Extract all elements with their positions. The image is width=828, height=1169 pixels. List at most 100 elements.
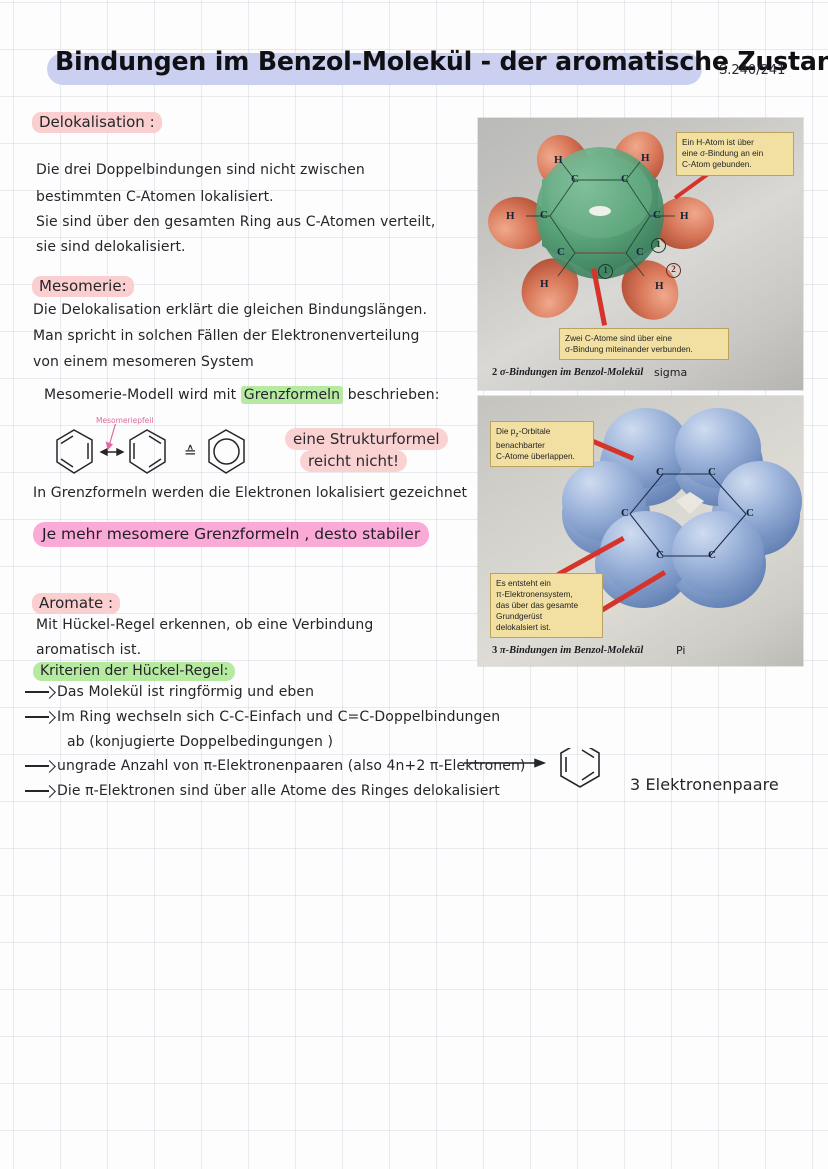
callout-pz-line-1: Die pz-Orbitale: [496, 426, 588, 440]
callout-pi-line-1: Es entsteht ein: [496, 578, 551, 588]
delocalized-hexagon: [208, 429, 245, 474]
section-heading-aromate: Aromate :: [32, 593, 121, 614]
photo-pi-caption-text: π-Bindungen im Benzol-Molekül: [499, 645, 644, 656]
callout-pi-line-3: das über das gesamte: [496, 599, 579, 610]
atom-label-c-1: C: [571, 173, 579, 185]
kriterien-heading-text: Kriterien der Hückel-Regel:: [33, 662, 236, 681]
callout-h-atom: Ein H-Atom ist über eine σ-Bindung an ei…: [676, 132, 794, 176]
callout-pi-system: Es entsteht ein π-Elektronensystem, das …: [490, 573, 603, 638]
result-arrow-and-structure: [464, 748, 600, 788]
photo-sigma-hand-annotation: sigma: [654, 366, 688, 379]
photo-sigma-content: H H H H H H C C C C C C 1 1 2 Ein H-Atom…: [478, 118, 803, 390]
photo-pi-caption: 3 π-Bindungen im Benzol-Molekül: [492, 645, 643, 656]
pi-atom-label-c-5: C: [656, 549, 664, 561]
atom-label-c-2: C: [621, 173, 629, 185]
kriterien-heading: Kriterien der Hückel-Regel:: [33, 662, 236, 681]
callout-pz-orbitale: Die pz-Orbitale benachbarter C-Atome übe…: [490, 421, 594, 467]
result-label: 3 Elektronenpaare: [630, 775, 779, 794]
kekule-hexagon-2: [129, 429, 166, 474]
callout-h-line-3: C-Atom gebunden.: [682, 158, 752, 169]
callout-pz-line-1-a: Die p: [496, 426, 516, 436]
title-highlight-band: [47, 53, 702, 85]
callout-c-line-2: σ-Bindung miteinander verbunden.: [565, 343, 693, 354]
callout-c-atom: Zwei C-Atome sind über eine σ-Bindung mi…: [559, 328, 729, 360]
pi-atom-label-c-1: C: [656, 466, 664, 478]
marker-circle-1a: 1: [651, 238, 666, 253]
callout-c-line-1: Zwei C-Atome sind über eine: [565, 333, 672, 343]
pi-atom-label-c-3: C: [621, 507, 629, 519]
page-title: Bindungen im Benzol-Molekül - der aromat…: [55, 47, 828, 77]
mesomerie-heading-text: Mesomerie:: [32, 276, 134, 297]
photo-sigma-caption: 2 σ-Bindungen im Benzol-Molekül: [492, 367, 643, 378]
atom-label-h-2: H: [641, 152, 650, 164]
section-heading-mesomerie: Mesomerie:: [32, 276, 134, 297]
callout-pi-line-5: delokalsiert ist.: [496, 621, 551, 632]
page-reference: S.240/241: [719, 63, 786, 78]
strukturformel-note-2: reicht nicht!: [300, 450, 407, 472]
atom-label-h-1: H: [554, 154, 563, 166]
mesomeriepfeil-pointer: [105, 424, 117, 451]
page-title-block: Bindungen im Benzol-Molekül - der aromat…: [47, 47, 828, 93]
criterion-2: Im Ring wechseln sich C-C-Einfach und C=…: [57, 709, 501, 725]
bullet-arrow-3: [25, 760, 55, 771]
delokalisation-line-4: sie sind delokalisiert.: [36, 239, 186, 255]
pi-atom-label-c-4: C: [746, 507, 754, 519]
callout-h-line-1: Ein H-Atom ist über: [682, 137, 754, 147]
pi-orbital-model: [562, 408, 802, 608]
callout-pz-line-1-b: -Orbitale: [518, 426, 551, 436]
pi-atom-label-c-2: C: [708, 466, 716, 478]
sigma-molecule-model: [488, 131, 714, 320]
photo-sigma-bindungen: H H H H H H C C C C C C 1 1 2 Ein H-Atom…: [478, 118, 803, 390]
callout-pi-line-2: π-Elektronensystem,: [496, 588, 573, 599]
mesomerie-model-line: Mesomerie-Modell wird mit Grenzformeln b…: [44, 386, 440, 404]
long-arrow: [464, 758, 547, 768]
atom-label-c-3: C: [540, 209, 548, 221]
atom-label-c-5: C: [557, 246, 565, 258]
kekule-hexagon-1: [56, 429, 93, 474]
callout-h-line-2: eine σ-Bindung an ein: [682, 147, 764, 158]
callout-pi-line-4: Grundgerüst: [496, 610, 543, 621]
atom-label-h-4: H: [680, 210, 689, 222]
mesomerie-line-3: von einem mesomeren System: [33, 354, 254, 370]
criterion-1: Das Molekül ist ringförmig und eben: [57, 684, 315, 700]
grenzformel-structures: ≙: [56, 424, 245, 474]
aromate-heading-text: Aromate :: [32, 593, 121, 614]
mesomerie-line-2: Man spricht in solchen Fällen der Elektr…: [33, 328, 420, 344]
bullet-arrow-2: [25, 711, 55, 722]
strukturformel-note: eine Strukturformel: [285, 428, 448, 450]
criterion-2-continuation: ab (konjugierte Doppelbedingungen ): [67, 734, 334, 750]
delokalisation-line-2: bestimmten C-Atomen lokalisiert.: [36, 189, 274, 205]
bullet-arrow-1: [25, 686, 55, 697]
bullet-arrow-4: [25, 785, 55, 796]
criterion-4: Die π-Elektronen sind über alle Atome de…: [57, 783, 500, 799]
photo-pi-content: C C C C C C Die pz-Orbitale benachbarter…: [478, 396, 803, 666]
marker-circle-1b: 1: [598, 264, 613, 279]
grenzformeln-highlight: Grenzformeln: [240, 386, 344, 404]
model-line-suffix: beschrieben:: [347, 387, 440, 403]
atom-label-c-6: C: [636, 246, 644, 258]
strukturformel-note-line2: reicht nicht!: [300, 450, 407, 472]
mesomeriepfeil-label: Mesomeriepfeil: [96, 416, 154, 425]
delokalisation-line-3: Sie sind über den gesamten Ring aus C-At…: [36, 214, 436, 230]
model-line-prefix: Mesomerie-Modell wird mit: [44, 387, 237, 403]
equivalence-symbol: ≙: [184, 443, 197, 461]
delokalisation-heading-text: Delokalisation :: [32, 112, 162, 133]
grenzformeln-explanation: In Grenzformeln werden die Elektronen lo…: [33, 485, 468, 501]
atom-label-h-6: H: [655, 280, 664, 292]
section-heading-delokalisation: Delokalisation :: [32, 112, 162, 133]
callout-pz-subscript: z: [515, 431, 519, 439]
atom-label-h-3: H: [506, 210, 515, 222]
photo-sigma-caption-text: σ-Bindungen im Benzol-Molekül: [499, 367, 644, 378]
aromate-line-1: Mit Hückel-Regel erkennen, ob eine Verbi…: [36, 617, 374, 633]
pi-atom-label-c-6: C: [708, 549, 716, 561]
benzene-hexagon-result: [560, 748, 600, 788]
mesomerie-line-1: Die Delokalisation erklärt die gleichen …: [33, 302, 428, 318]
stability-rule-text: Je mehr mesomere Grenzformeln , desto st…: [33, 522, 430, 547]
callout-pz-line-2: benachbarter: [496, 440, 545, 451]
photo-pi-hand-annotation: Pi: [676, 644, 686, 657]
mesomerie-arrow: [99, 447, 125, 457]
aromate-line-2: aromatisch ist.: [36, 642, 142, 658]
marker-circle-2: 2: [666, 263, 681, 278]
strukturformel-note-line1: eine Strukturformel: [285, 428, 448, 450]
